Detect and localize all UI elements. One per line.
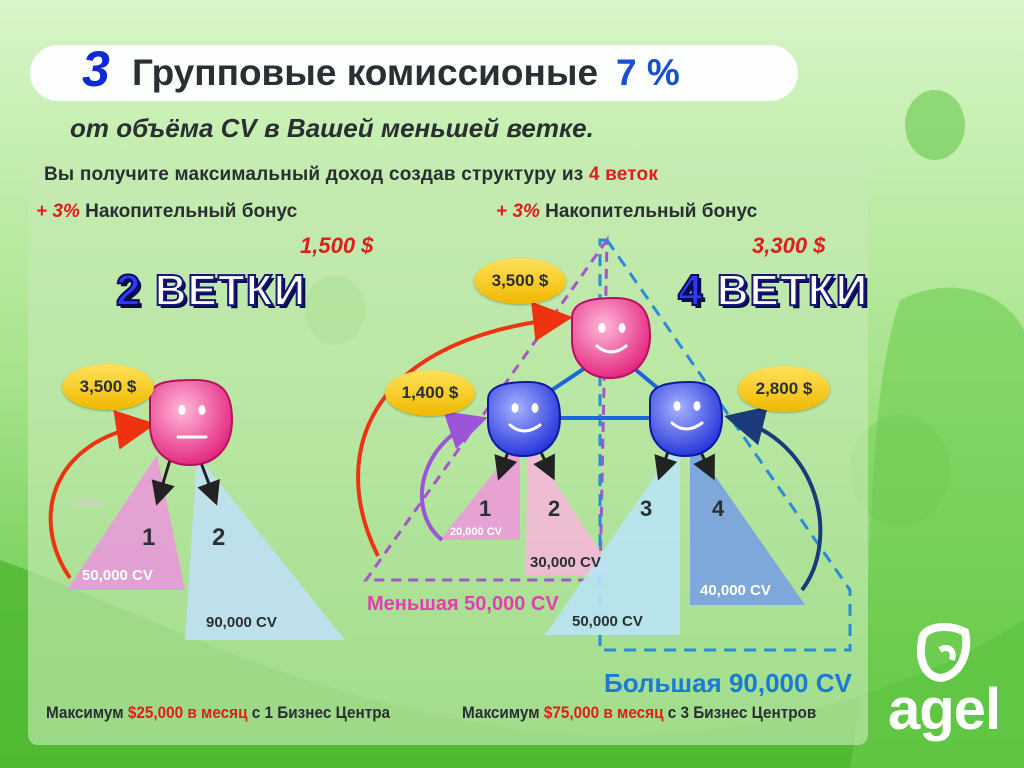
intro-line: Вы получите максимальный доход создав ст… [44,164,658,186]
right-leg4-number: 4 [712,496,725,521]
left-arrow-leg2 [197,459,220,506]
right-branches-heading: 4 ВЕТКИ [677,265,869,316]
title-banner [30,45,798,101]
left-leg2-cv: 90,000 CV [206,614,277,631]
left-branch-return-arrow [419,411,488,542]
headline-percent: 7 % [616,52,680,93]
left-branches-heading: 2 ВЕТКИ [115,265,307,316]
intro-text: Вы получите максимальный доход создав ст… [44,164,584,185]
lesser-branch-label: Меньшая 50,000 CV [367,593,559,615]
left-bonus-amount: 1,500 $ [300,233,374,258]
left-bonus-line: + 3% Накопительный бонус [36,201,297,223]
intro-highlight: 4 веток [588,164,659,185]
right-leg1-number: 1 [479,496,492,521]
headline: 3 Групповые комиссионые 7 % [82,41,680,97]
lesser-return-arrow [356,301,573,557]
right-bonus-text: Накопительный бонус [545,201,758,222]
lesser-team-outline [363,235,609,582]
right-branches-number: 4 [677,265,704,316]
left-return-arrow [48,410,156,580]
right-right-pill: 2,800 $ [738,366,830,412]
main-panel [28,155,868,745]
right-branches-word: ВЕТКИ [716,265,869,316]
greater-branch-label: Большая 90,000 CV [604,668,852,698]
agel-logo-text: agel [888,677,1001,742]
right-partner-node [649,380,724,458]
left-ghost-label: 150CV [70,497,104,509]
right-max-prefix: Максимум [462,703,540,722]
right-max-amount: $75,000 в месяц [543,703,664,722]
right-branch-return-arrow [724,406,823,592]
left-max-amount: $25,000 в месяц [127,703,248,722]
left-branches-number: 2 [115,265,142,316]
right-wave [850,287,1024,768]
left-leg2-triangle [185,455,345,640]
left-bonus-plus: + 3% [36,201,80,222]
right-bonus-line: + 3% Накопительный бонус [496,201,757,223]
greater-team-outline [598,238,852,652]
left-leg2-number: 2 [212,524,226,551]
right-max-suffix: с 3 Бизнес Центров [667,703,817,722]
deco-leaf-1 [905,90,965,160]
right-leg4-cv: 40,000 CV [700,582,771,599]
right-top-pill: 3,500 $ [474,258,566,304]
right-sponsor-node [571,296,652,380]
left-partner-node [487,380,562,458]
left-max-line: Максимум $25,000 в месяц с 1 Бизнес Цент… [46,703,390,723]
left-top-pill: 3,500 $ [62,364,154,410]
left-bonus-text: Накопительный бонус [85,201,298,222]
left-leg1-cv: 50,000 CV [82,567,153,584]
right-leg2-cv: 30,000 CV [530,554,601,571]
right-leg3-cv: 50,000 CV [572,613,643,630]
headline-subtitle: от объёма CV в Вашей меньшей ветке. [70,113,594,143]
right-bonus-plus: + 3% [496,201,540,222]
headline-title: Групповые комиссионые [132,52,599,93]
left-max-suffix: с 1 Бизнес Центра [251,703,391,722]
right-leg3-triangle [545,440,680,635]
left-max-prefix: Максимум [46,703,124,722]
right-leg1-cv: 20,000 CV [450,526,502,538]
left-sponsor-node [149,378,234,467]
deco-leaf-3 [850,415,950,525]
right-leg2-number: 2 [548,496,561,521]
right-leg3-number: 3 [640,496,653,521]
headline-number: 3 [82,41,110,97]
left-branches-word: ВЕТКИ [154,265,307,316]
right-max-line: Максимум $75,000 в месяц с 3 Бизнес Цент… [462,703,816,723]
right-left-pill: 1,400 $ [385,370,475,416]
left-leg1-number: 1 [142,524,156,551]
left-arrow-leg1 [151,459,175,506]
agel-logo-mark [917,622,971,683]
right-bonus-amount: 3,300 $ [752,233,826,258]
right-leg4-triangle [690,440,805,605]
